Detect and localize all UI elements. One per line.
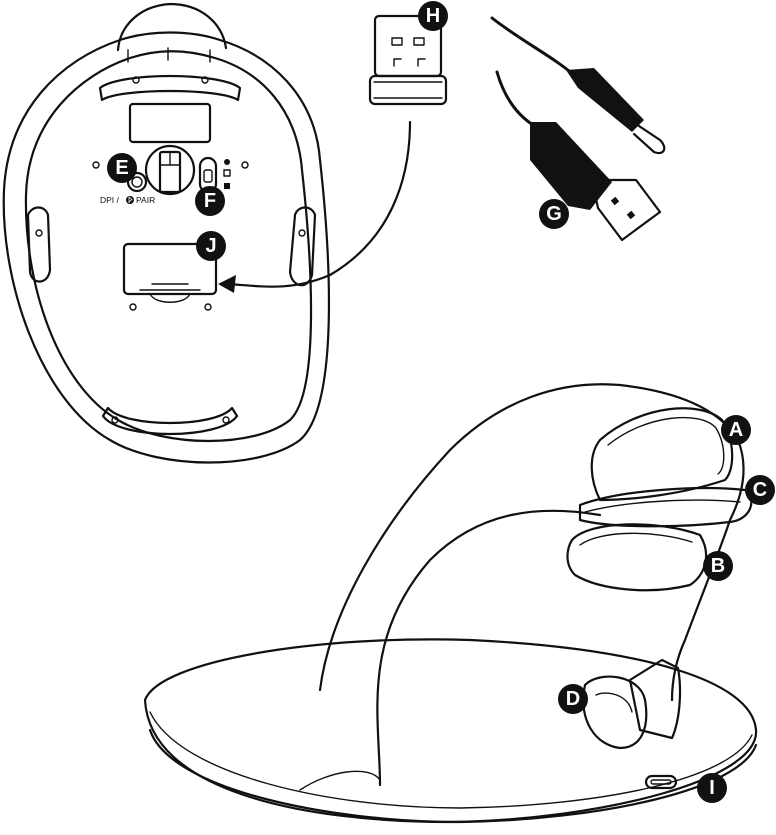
- svg-text:E: E: [115, 157, 128, 179]
- pair-label: PAIR: [136, 195, 155, 205]
- callout-badge-A: A: [721, 415, 751, 445]
- svg-text:C: C: [753, 479, 767, 501]
- svg-text:I: I: [709, 777, 715, 799]
- svg-text:D: D: [566, 688, 580, 710]
- battery-icon: [224, 183, 230, 189]
- callout-badge-I: I: [697, 773, 727, 803]
- bluetooth-icon: [126, 196, 134, 204]
- mouse-underside: DPI / PAIR: [4, 4, 329, 463]
- callout-badge-B: B: [703, 551, 733, 581]
- dpi-label: DPI /: [100, 195, 120, 205]
- svg-text:A: A: [729, 419, 743, 441]
- callout-badge-C: C: [745, 475, 775, 505]
- svg-text:G: G: [546, 203, 562, 225]
- callout-badge-G: G: [539, 199, 569, 229]
- callout-badge-F: F: [195, 186, 225, 216]
- usb-dongle-icon: [224, 170, 230, 176]
- svg-text:H: H: [426, 5, 440, 27]
- vertical-mouse-side: [145, 384, 756, 822]
- svg-text:F: F: [204, 190, 216, 212]
- usb-nano-receiver: [218, 16, 446, 293]
- callout-badge-D: D: [558, 684, 588, 714]
- callout-badge-E: E: [107, 153, 137, 183]
- svg-text:B: B: [711, 555, 725, 577]
- callout-badge-H: H: [418, 1, 448, 31]
- svg-text:J: J: [205, 235, 216, 257]
- bluetooth-icon: [224, 159, 230, 165]
- charging-cable: [492, 18, 664, 240]
- callout-badge-J: J: [196, 231, 226, 261]
